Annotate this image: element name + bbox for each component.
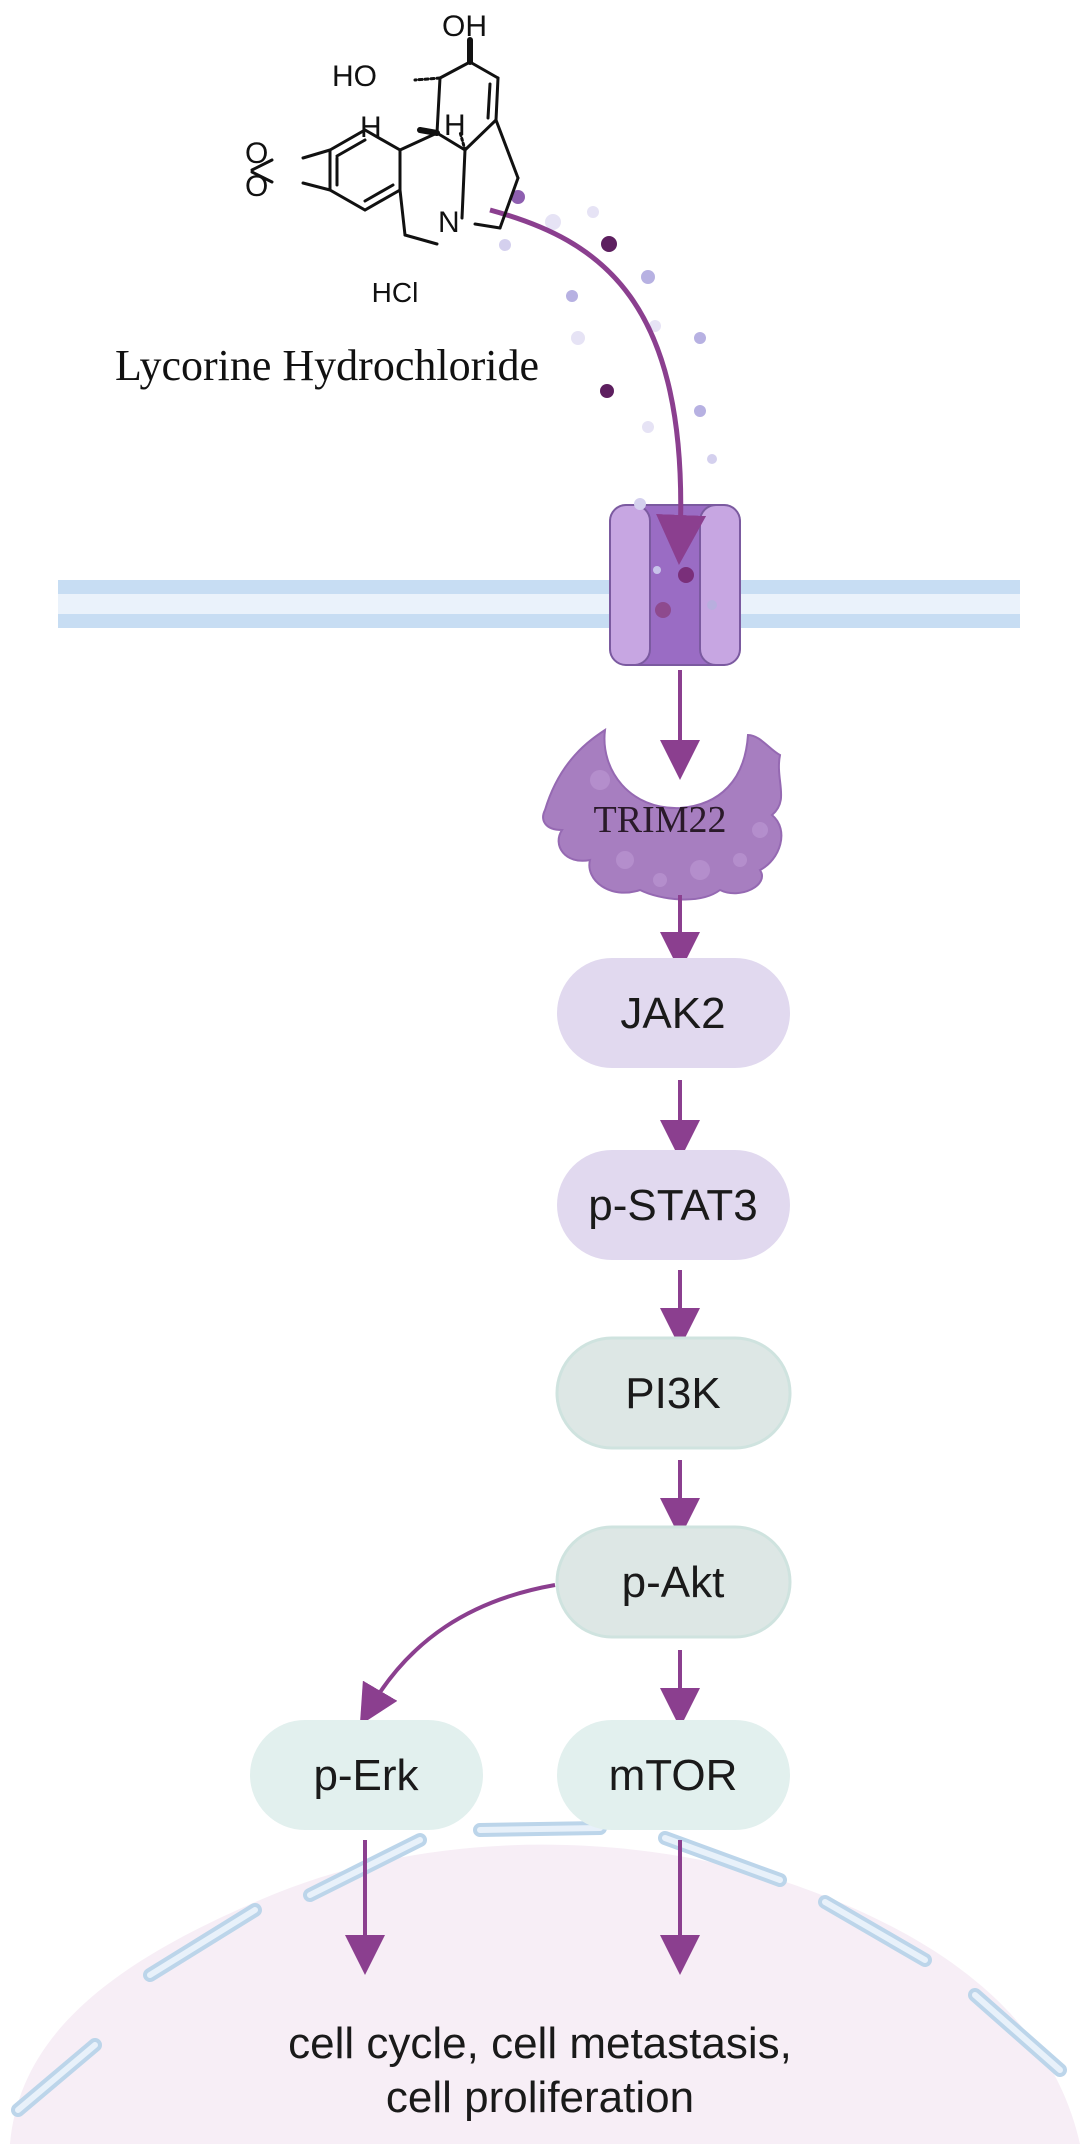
node-perk-label: p-Erk: [313, 1751, 419, 1800]
chem-label-o-top: O: [245, 137, 268, 170]
node-pi3k: PI3K: [555, 1336, 792, 1450]
membrane-channel: [609, 504, 741, 666]
node-pakt-label: p-Akt: [622, 1558, 725, 1607]
node-mtor-label: mTOR: [609, 1751, 738, 1800]
lycorine-structure: [250, 37, 520, 246]
node-pstat3-label: p-STAT3: [588, 1181, 758, 1230]
trim22-protein: TRIM22: [542, 727, 783, 901]
trim22-label: TRIM22: [594, 799, 727, 841]
nucleus: cell cycle, cell metastasis, cell prolif…: [10, 1821, 1080, 2144]
node-pstat3: p-STAT3: [557, 1150, 790, 1260]
chem-label-h-center: H: [444, 109, 466, 142]
node-perk: p-Erk: [250, 1720, 483, 1830]
entry-arrow: [489, 207, 707, 565]
cell-membrane: [58, 580, 1020, 628]
compound-name: Lycorine Hydrochloride: [115, 341, 539, 390]
node-jak2: JAK2: [557, 958, 790, 1068]
chem-label-o-bottom: O: [245, 170, 268, 203]
node-pakt: p-Akt: [555, 1525, 792, 1639]
chem-label-oh: OH: [442, 10, 487, 43]
chem-label-h-left: H: [360, 111, 382, 144]
outcome-line-1: cell cycle, cell metastasis,: [288, 2019, 792, 2068]
pathway-arrows: [345, 670, 700, 1975]
node-pi3k-label: PI3K: [625, 1369, 720, 1418]
node-mtor: mTOR: [557, 1720, 790, 1830]
outcome-line-2: cell proliferation: [386, 2073, 694, 2122]
chem-label-ho: HO: [332, 60, 377, 93]
molecule-particles: [499, 190, 717, 510]
chem-label-n: N: [438, 206, 460, 239]
compound-salt: HCl: [372, 277, 419, 308]
node-jak2-label: JAK2: [620, 989, 725, 1038]
nucleus-body: [10, 1844, 1080, 2144]
